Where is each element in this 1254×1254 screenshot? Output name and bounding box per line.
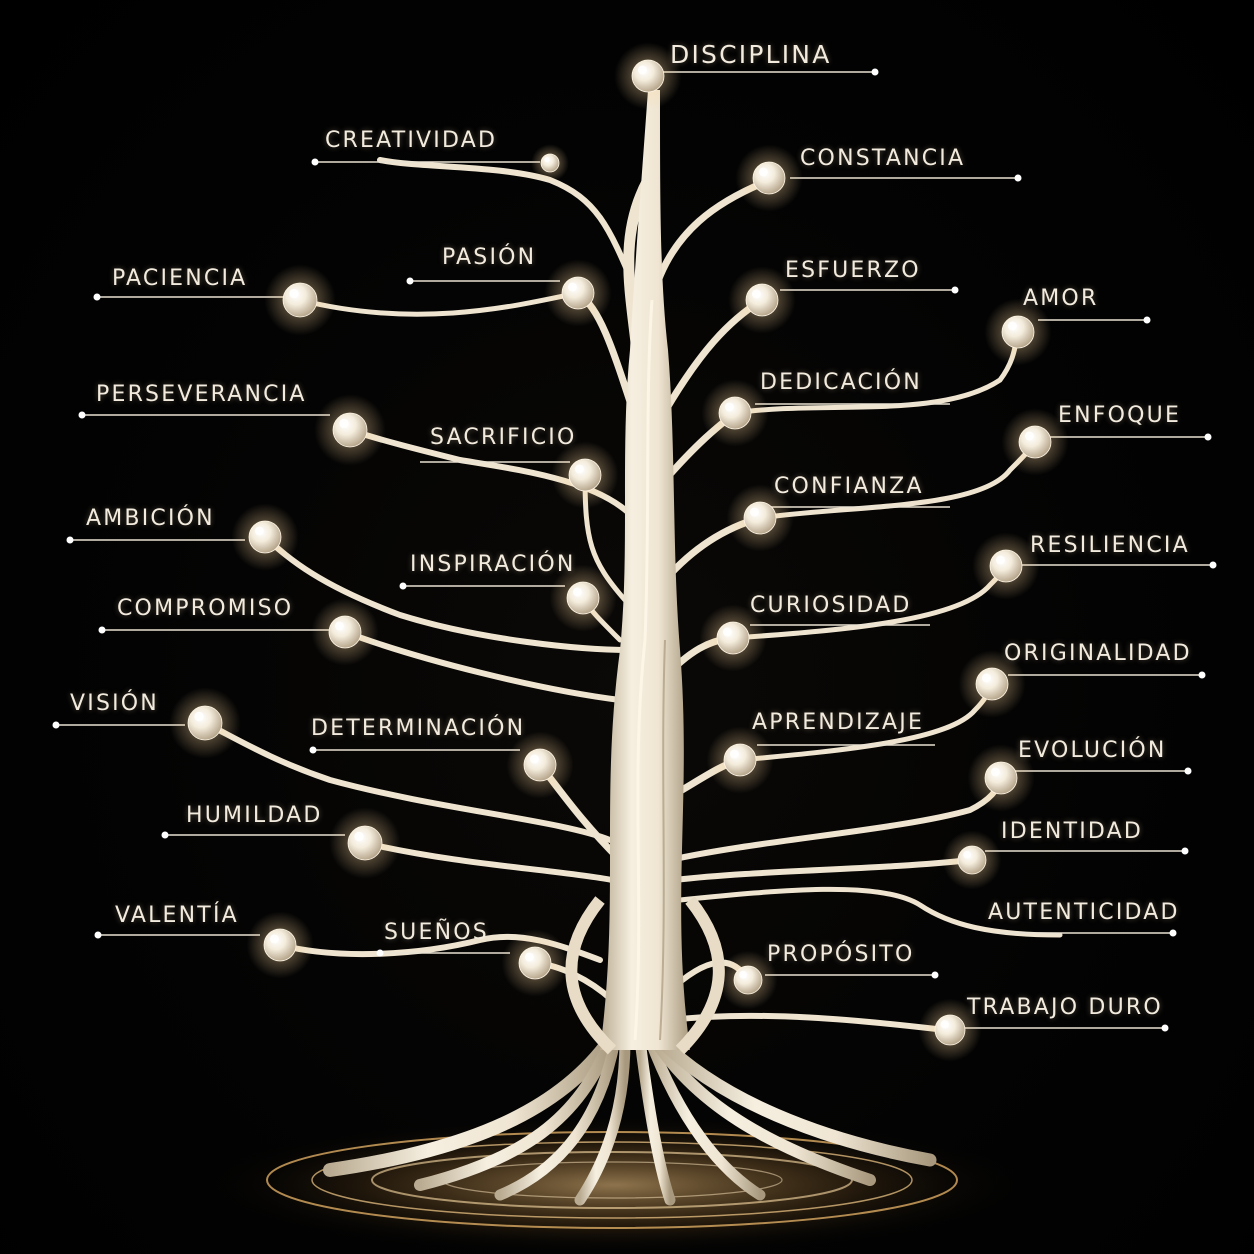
label-originalidad: ORIGINALIDAD (1004, 641, 1192, 666)
pearl-icon (967, 744, 1035, 812)
pearl-icon (984, 298, 1052, 366)
label-amor: AMOR (1023, 286, 1099, 311)
label-creatividad: CREATIVIDAD (325, 128, 498, 153)
pearl-icon (699, 604, 767, 672)
pearl-icon (614, 42, 682, 110)
label-compromiso: COMPROMISO (117, 596, 294, 621)
pearl-icon (531, 144, 569, 182)
label-perseverancia: PERSEVERANCIA (96, 382, 307, 407)
pearl-icon (501, 929, 569, 997)
label-proposito: PROPÓSITO (767, 942, 915, 967)
label-constancia: CONSTANCIA (800, 146, 966, 171)
label-sacrificio: SACRIFICIO (430, 425, 577, 450)
pearl-icon (231, 503, 299, 571)
label-trabajo-duro: TRABAJO DURO (967, 995, 1163, 1020)
label-evolucion: EVOLUCIÓN (1018, 738, 1167, 763)
pearl-icon (544, 259, 612, 327)
label-disciplina: DISCIPLINA (670, 40, 832, 69)
trunk (565, 90, 725, 1055)
pearl-icon (918, 998, 982, 1062)
pearl-icon (264, 264, 336, 336)
pearl-icon (314, 394, 386, 466)
pearl-icon (551, 441, 619, 509)
label-suenos: SUEÑOS (384, 920, 489, 945)
pearl-icon (728, 266, 796, 334)
leader-end-dots (52, 68, 1217, 1032)
pearls (169, 42, 1069, 1062)
label-ambicion: AMBICIÓN (86, 506, 215, 531)
pearl-icon (958, 650, 1026, 718)
label-determinacion: DETERMINACIÓN (311, 716, 526, 741)
pearl-icon (718, 950, 778, 1010)
pearl-icon (549, 564, 617, 632)
pearl-icon (169, 687, 241, 759)
label-confianza: CONFIANZA (774, 474, 924, 499)
label-vision: VISIÓN (70, 691, 159, 716)
pearl-icon (735, 144, 803, 212)
pearl-icon (1001, 408, 1069, 476)
label-valentia: VALENTÍA (115, 903, 239, 928)
pearl-icon (972, 532, 1040, 600)
pearl-icon (311, 598, 379, 666)
pearl-icon (701, 379, 769, 447)
pearl-icon (726, 484, 794, 552)
pearl-icon (706, 726, 774, 794)
label-esfuerzo: ESFUERZO (785, 258, 921, 283)
label-paciencia: PACIENCIA (112, 266, 248, 291)
label-inspiracion: INSPIRACIÓN (410, 552, 576, 577)
label-curiosidad: CURIOSIDAD (750, 593, 912, 618)
pearl-icon (506, 731, 574, 799)
label-aprendizaje: APRENDIZAJE (752, 710, 925, 735)
label-humildad: HUMILDAD (186, 803, 323, 828)
pearl-icon (329, 807, 401, 879)
label-autenticidad: AUTENTICIDAD (988, 900, 1180, 925)
pearl-icon (246, 911, 314, 979)
label-pasion: PASIÓN (442, 245, 537, 270)
roots (323, 1033, 937, 1206)
label-identidad: IDENTIDAD (1001, 819, 1144, 844)
label-resiliencia: RESILIENCIA (1030, 533, 1190, 558)
label-enfoque: ENFOQUE (1058, 403, 1182, 428)
label-dedicacion: DEDICACIÓN (760, 370, 922, 395)
leader-lines (56, 71, 1213, 1029)
pearl-icon (942, 830, 1002, 890)
